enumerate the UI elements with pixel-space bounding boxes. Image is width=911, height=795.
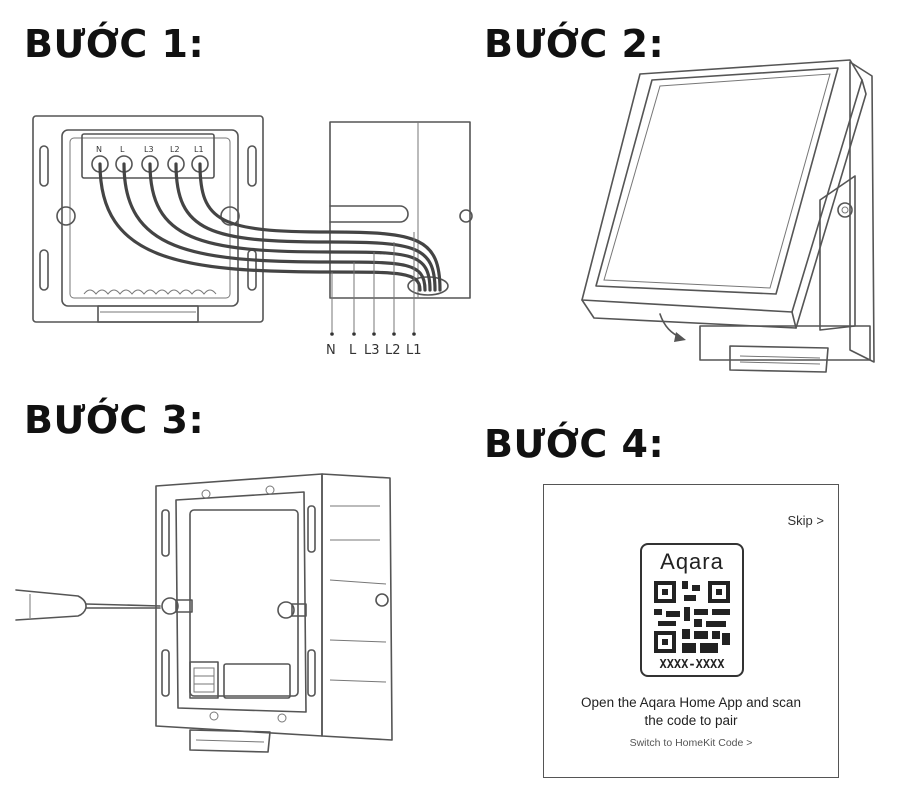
terminal-label-l2: L2 bbox=[170, 145, 180, 154]
step-4-title: BƯỚC 4: bbox=[484, 422, 665, 466]
step1-wall-box bbox=[329, 121, 473, 299]
wire-label-l3: L3 bbox=[364, 343, 380, 358]
wire-label-n: N bbox=[326, 343, 336, 358]
switch-homekit-link[interactable]: Switch to HomeKit Code > bbox=[629, 737, 753, 749]
skip-button[interactable]: Skip > bbox=[787, 513, 825, 528]
pairing-code: XXXX-XXXX bbox=[659, 657, 725, 671]
qr-code-card: Aqara bbox=[640, 543, 744, 677]
wire-label-l: L bbox=[349, 343, 357, 358]
step4-pairing-screen: Skip > Aqara bbox=[543, 484, 839, 778]
step-1-title: BƯỚC 1: bbox=[24, 22, 205, 66]
terminal-label-n: N bbox=[96, 145, 102, 154]
step1-wires: N L L3 L2 L1 bbox=[98, 162, 442, 358]
step-3-title: BƯỚC 3: bbox=[24, 398, 205, 442]
instruction-line-2: the code to pair bbox=[644, 713, 738, 728]
brand-logo: Aqara bbox=[660, 549, 724, 574]
wire-label-l1: L1 bbox=[406, 343, 422, 358]
step1-mounting-plate bbox=[32, 115, 264, 323]
instruction-line-1: Open the Aqara Home App and scan bbox=[581, 695, 801, 710]
terminal-label-l1: L1 bbox=[194, 145, 204, 154]
qr-code-icon bbox=[654, 581, 730, 653]
step2-panel-attach bbox=[581, 59, 875, 373]
terminal-label-l: L bbox=[120, 145, 125, 154]
step-2-title: BƯỚC 2: bbox=[484, 22, 665, 66]
wire-label-l2: L2 bbox=[385, 343, 401, 358]
terminal-label-l3: L3 bbox=[144, 145, 154, 154]
step3-screwing-plate bbox=[15, 473, 393, 753]
